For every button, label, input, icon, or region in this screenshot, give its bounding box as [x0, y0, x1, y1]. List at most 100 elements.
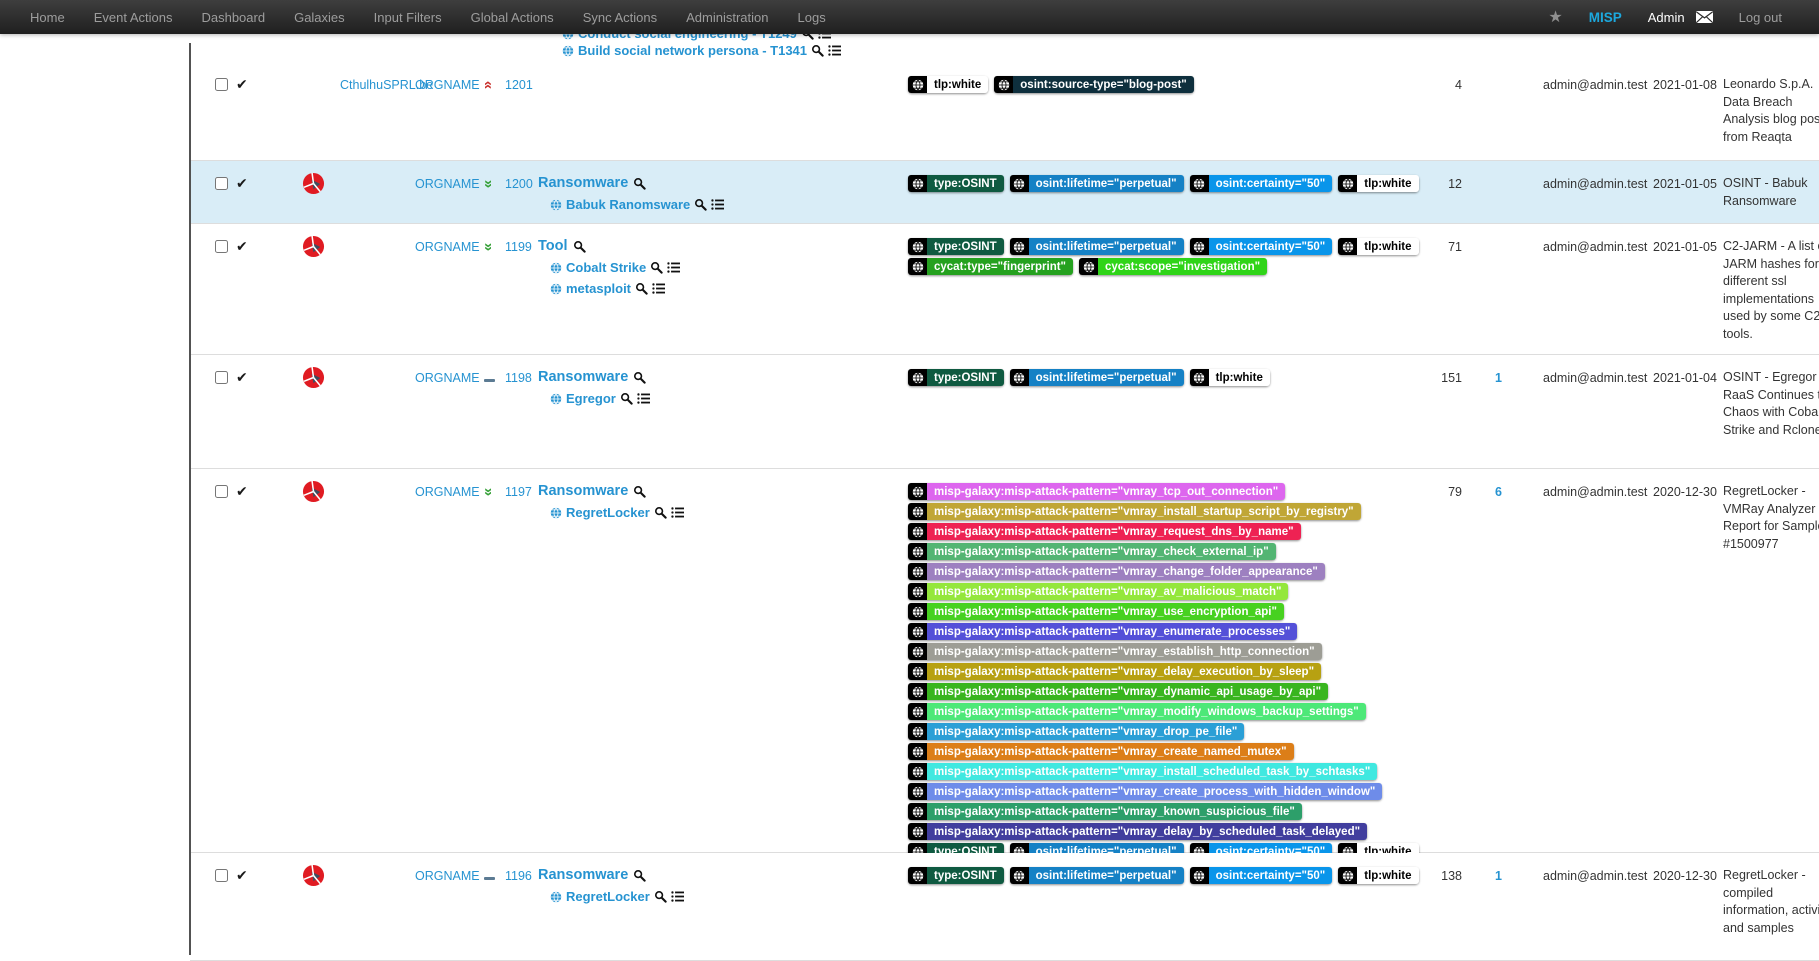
owner-org-link[interactable]: ORGNAME [415, 78, 480, 92]
owner-org-link[interactable]: ORGNAME [415, 240, 480, 254]
owner-org-link[interactable]: ORGNAME [415, 485, 480, 499]
event-tag-misp-galaxy-misp-attack-pattern-vmray-change-folder-appearance-[interactable]: misp-galaxy:misp-attack-pattern="vmray_c… [908, 563, 1325, 580]
org-logo[interactable] [302, 480, 325, 503]
event-tag-misp-galaxy-misp-attack-pattern-vmray-known-suspicious-file-[interactable]: misp-galaxy:misp-attack-pattern="vmray_k… [908, 803, 1302, 820]
galaxy-cluster-label[interactable]: Build social network persona - T1341 [578, 43, 808, 58]
galaxy-type-label[interactable]: Ransomware [538, 175, 629, 191]
galaxy-cluster-header[interactable]: Ransomware [538, 174, 724, 193]
envelope-icon[interactable] [1695, 11, 1713, 23]
event-tag-tlp-white[interactable]: tlp:white [1338, 238, 1419, 255]
list-icon[interactable] [711, 198, 725, 211]
event-id-link[interactable]: 1197 [505, 485, 532, 499]
event-tag-type-osint[interactable]: type:OSINT [908, 175, 1004, 192]
select-event-checkbox[interactable] [215, 371, 228, 384]
event-tag-cycat-scope-investigation-[interactable]: cycat:scope="investigation" [1079, 258, 1268, 275]
event-tag-tlp-white[interactable]: tlp:white [908, 76, 989, 93]
list-icon[interactable] [667, 261, 681, 274]
galaxy-cluster-label[interactable]: RegretLocker [566, 889, 650, 904]
nav-item-sync-actions[interactable]: Sync Actions [582, 9, 658, 25]
list-icon[interactable] [671, 890, 684, 903]
event-tag-type-osint[interactable]: type:OSINT [908, 867, 1004, 884]
event-tag-misp-galaxy-misp-attack-pattern-vmray-enumerate-processes-[interactable]: misp-galaxy:misp-attack-pattern="vmray_e… [908, 623, 1298, 640]
owner-org-link[interactable]: ORGNAME [415, 869, 480, 883]
owner-org-link[interactable]: ORGNAME [415, 177, 480, 191]
galaxy-cluster-header[interactable]: Ransomware [538, 368, 650, 387]
magnifier-icon[interactable] [811, 44, 824, 57]
select-event-checkbox[interactable] [215, 240, 228, 253]
org-logo[interactable] [302, 366, 325, 389]
magnifier-icon[interactable] [650, 261, 663, 274]
event-tag-misp-galaxy-misp-attack-pattern-vmray-delay-execution-by-sleep-[interactable]: misp-galaxy:misp-attack-pattern="vmray_d… [908, 663, 1322, 680]
event-tag-misp-galaxy-misp-attack-pattern-vmray-install-scheduled-task-by-schtasks-[interactable]: misp-galaxy:misp-attack-pattern="vmray_i… [908, 763, 1378, 780]
galaxy-cluster-header[interactable]: Ransomware [538, 866, 684, 885]
galaxy-type-label[interactable]: Ransomware [538, 483, 629, 499]
event-tag-type-osint[interactable]: type:OSINT [908, 369, 1004, 386]
event-tag-osint-source-type-blog-post-[interactable]: osint:source-type="blog-post" [994, 76, 1194, 93]
event-tag-tlp-white[interactable]: tlp:white [1338, 867, 1419, 884]
list-icon[interactable] [637, 392, 650, 405]
galaxy-cluster-label[interactable]: metasploit [566, 281, 632, 296]
nav-item-administration[interactable]: Administration [686, 9, 769, 25]
event-id-link[interactable]: 1201 [505, 78, 533, 92]
magnifier-icon[interactable] [633, 371, 646, 384]
galaxy-type-label[interactable]: Ransomware [538, 369, 629, 385]
event-tag-misp-galaxy-misp-attack-pattern-vmray-check-external-ip-[interactable]: misp-galaxy:misp-attack-pattern="vmray_c… [908, 543, 1276, 560]
org-logo[interactable] [302, 172, 325, 195]
list-icon[interactable] [652, 282, 666, 295]
event-tag-misp-galaxy-misp-attack-pattern-vmray-tcp-out-connection-[interactable]: misp-galaxy:misp-attack-pattern="vmray_t… [908, 483, 1286, 500]
galaxy-cluster-label[interactable]: Babuk Ranomsware [566, 197, 691, 212]
event-tag-osint-certainty-50-[interactable]: osint:certainty="50" [1189, 238, 1333, 255]
event-tag-misp-galaxy-misp-attack-pattern-vmray-establish-http-connection-[interactable]: misp-galaxy:misp-attack-pattern="vmray_e… [908, 643, 1322, 660]
galaxy-cluster-item[interactable]: Cobalt Strike [550, 258, 681, 277]
galaxy-cluster-item[interactable]: metasploit [550, 279, 680, 298]
event-tag-misp-galaxy-misp-attack-pattern-vmray-modify-windows-backup-settings-[interactable]: misp-galaxy:misp-attack-pattern="vmray_m… [908, 703, 1366, 720]
nav-item-global-actions[interactable]: Global Actions [470, 9, 554, 25]
magnifier-icon[interactable] [573, 240, 586, 253]
owner-org-link[interactable]: ORGNAME [415, 371, 480, 385]
event-tag-tlp-white[interactable]: tlp:white [1338, 175, 1419, 192]
star-icon[interactable]: ★ [1548, 9, 1563, 26]
galaxy-type-label[interactable]: Ransomware [538, 867, 629, 883]
correlation-count-link[interactable]: 1 [1495, 371, 1502, 385]
galaxy-cluster-label[interactable]: Cobalt Strike [566, 260, 647, 275]
user-menu[interactable]: Admin [1648, 10, 1713, 25]
event-tag-misp-galaxy-misp-attack-pattern-vmray-delay-by-scheduled-task-delayed-[interactable]: misp-galaxy:misp-attack-pattern="vmray_d… [908, 823, 1368, 840]
org-logo[interactable] [302, 235, 325, 258]
creator-org-link[interactable]: CthulhuSPRL.be [340, 78, 434, 92]
event-tag-misp-galaxy-misp-attack-pattern-vmray-av-malicious-match-[interactable]: misp-galaxy:misp-attack-pattern="vmray_a… [908, 583, 1289, 600]
galaxy-cluster-item[interactable]: RegretLocker [550, 503, 684, 522]
magnifier-icon[interactable] [620, 392, 633, 405]
event-tag-type-osint[interactable]: type:OSINT [908, 238, 1004, 255]
galaxy-cluster-item[interactable]: RegretLocker [550, 887, 684, 906]
magnifier-icon[interactable] [633, 869, 646, 882]
galaxy-cluster-item[interactable]: Build social network persona - T1341 [562, 43, 842, 58]
magnifier-icon[interactable] [694, 198, 707, 211]
nav-item-home[interactable]: Home [30, 9, 65, 25]
magnifier-icon[interactable] [654, 890, 667, 903]
event-tag-osint-lifetime-perpetual-[interactable]: osint:lifetime="perpetual" [1009, 175, 1184, 192]
magnifier-icon[interactable] [654, 506, 667, 519]
nav-item-galaxies[interactable]: Galaxies [294, 9, 345, 25]
event-id-link[interactable]: 1198 [505, 371, 532, 385]
org-logo[interactable] [302, 864, 325, 887]
list-icon[interactable] [828, 44, 842, 57]
nav-item-dashboard[interactable]: Dashboard [201, 9, 266, 25]
event-tag-osint-lifetime-perpetual-[interactable]: osint:lifetime="perpetual" [1009, 238, 1184, 255]
magnifier-icon[interactable] [633, 485, 646, 498]
galaxy-cluster-header[interactable]: Ransomware [538, 482, 684, 501]
correlation-count-link[interactable]: 6 [1495, 485, 1502, 499]
event-tag-misp-galaxy-misp-attack-pattern-vmray-use-encryption-api-[interactable]: misp-galaxy:misp-attack-pattern="vmray_u… [908, 603, 1284, 620]
galaxy-cluster-label[interactable]: Egregor [566, 391, 616, 406]
event-tag-misp-galaxy-misp-attack-pattern-vmray-create-process-with-hidden-window-[interactable]: misp-galaxy:misp-attack-pattern="vmray_c… [908, 783, 1383, 800]
galaxy-type-label[interactable]: Tool [538, 238, 568, 254]
select-event-checkbox[interactable] [215, 869, 228, 882]
nav-item-logs[interactable]: Logs [797, 9, 826, 25]
list-icon[interactable] [671, 506, 684, 519]
select-event-checkbox[interactable] [215, 485, 228, 498]
misp-brand-link[interactable]: MISP [1588, 9, 1622, 25]
event-id-link[interactable]: 1200 [505, 177, 533, 191]
correlation-count-link[interactable]: 1 [1495, 869, 1502, 883]
event-tag-cycat-type-fingerprint-[interactable]: cycat:type="fingerprint" [908, 258, 1074, 275]
event-tag-misp-galaxy-misp-attack-pattern-vmray-dynamic-api-usage-by-api-[interactable]: misp-galaxy:misp-attack-pattern="vmray_d… [908, 683, 1329, 700]
event-tag-osint-lifetime-perpetual-[interactable]: osint:lifetime="perpetual" [1009, 369, 1184, 386]
